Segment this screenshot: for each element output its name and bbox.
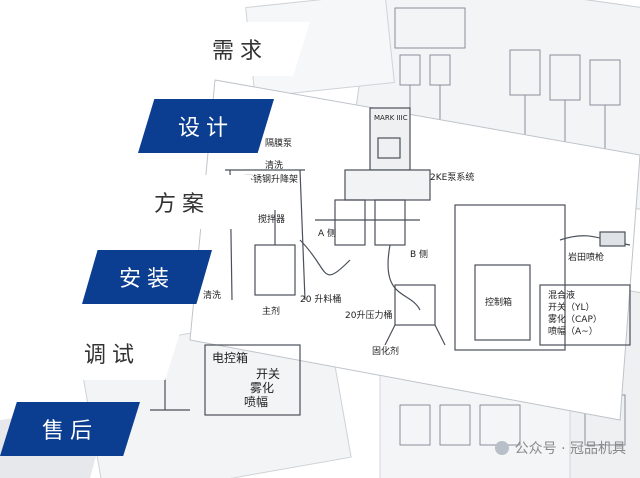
control-box-label: 控制箱 bbox=[485, 296, 512, 308]
step-commissioning: 调试 bbox=[42, 326, 182, 380]
diaphragm-pump-label: 隔膜泵 bbox=[265, 138, 292, 149]
bucket-label: 20 升料桶 bbox=[300, 293, 341, 305]
watermark: 公众号 · 冠品机具 bbox=[494, 438, 626, 458]
clean-label-2: 清洗 bbox=[203, 289, 221, 301]
mixer-label: 搅拌器 bbox=[258, 213, 285, 225]
clean-label-1: 清洗 bbox=[265, 159, 283, 171]
step-label: 安装 bbox=[118, 267, 175, 292]
elec-box-label: 电控箱 bbox=[212, 350, 248, 365]
lift-tank-label: 不锈钢升降架 bbox=[244, 173, 298, 185]
side-a-label: A 侧 bbox=[318, 227, 336, 239]
brand-label: MARK IIIC bbox=[374, 114, 408, 122]
svg-text:喷幅: 喷幅 bbox=[244, 394, 268, 409]
wechat-icon bbox=[494, 441, 509, 455]
step-label: 设计 bbox=[177, 116, 234, 141]
side-b-label: B 侧 bbox=[410, 248, 428, 260]
svg-text:开关: 开关 bbox=[256, 367, 280, 381]
electrical-sheet: 电控箱 开关 雾化 喷幅 bbox=[150, 344, 301, 416]
legend-list: 混合液 开关（YL） 雾化（CAP） 喷幅（A~） bbox=[548, 289, 602, 337]
main-agent-label: 主剂 bbox=[262, 305, 280, 317]
pump-system-label: 2KE泵系统 bbox=[430, 171, 474, 183]
svg-text:雾化: 雾化 bbox=[250, 381, 274, 395]
step-install: 安装 bbox=[82, 250, 212, 304]
svg-text:开关（YL）: 开关（YL） bbox=[548, 301, 595, 313]
step-label: 调试 bbox=[83, 343, 140, 368]
step-label: 需求 bbox=[211, 39, 268, 64]
spray-gun-label: 岩田喷枪 bbox=[568, 251, 604, 263]
step-label: 售后 bbox=[41, 419, 98, 444]
hardener-label: 固化剂 bbox=[372, 345, 399, 357]
svg-text:混合液: 混合液 bbox=[548, 289, 575, 301]
svg-text:喷幅（A~）: 喷幅（A~） bbox=[548, 325, 598, 337]
step-label: 方案 bbox=[153, 192, 210, 217]
watermark-text: 公众号 · 冠品机具 bbox=[514, 441, 626, 457]
step-plan: 方案 bbox=[112, 175, 252, 229]
step-after-sales: 售后 bbox=[0, 402, 140, 456]
step-design: 设计 bbox=[138, 99, 274, 153]
step-requirement: 需求 bbox=[170, 22, 310, 76]
svg-text:雾化（CAP）: 雾化（CAP） bbox=[548, 313, 602, 325]
pressure-tank-label: 20升压力桶 bbox=[345, 309, 392, 321]
